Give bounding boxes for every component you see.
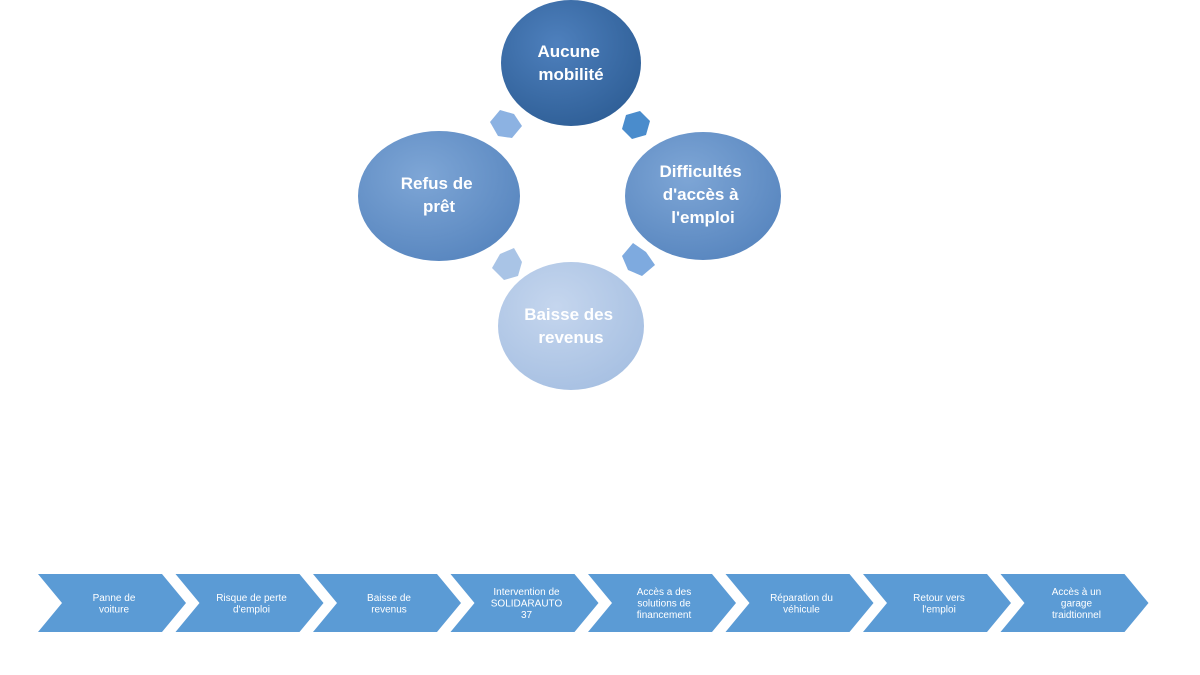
- chevron-shape: [588, 574, 736, 632]
- chevron-shape: [725, 574, 874, 632]
- node-label: Aucune mobilité: [537, 42, 604, 84]
- cycle-node-baisse-revenus: Baisse des revenus: [498, 262, 644, 390]
- cycle-arrow-4: [490, 110, 522, 138]
- node-label: Baisse des revenus: [524, 305, 618, 347]
- chevron-shape: [38, 574, 186, 632]
- cycle-arrow-3: [492, 248, 522, 280]
- cycle-arrow-2: [622, 243, 655, 276]
- cycle-node-refus-pret: Refus de prêt: [358, 131, 520, 261]
- cycle-node-aucune-mobilite: Aucune mobilité: [501, 0, 641, 126]
- cycle-diagram: Aucune mobilité Difficultés d'accès à l'…: [358, 0, 781, 390]
- chevron-shape: [1000, 574, 1149, 632]
- chevron-shape: [313, 574, 461, 632]
- node-label: Difficultés d'accès à l'emploi: [660, 162, 747, 227]
- node-label: Refus de prêt: [401, 174, 478, 216]
- cycle-arrow-1: [622, 111, 650, 139]
- chevron-shape: [863, 574, 1011, 632]
- chevron-shape: [175, 574, 324, 632]
- chevron-shape: [450, 574, 599, 632]
- cycle-node-difficultes-acces-emploi: Difficultés d'accès à l'emploi: [625, 132, 781, 260]
